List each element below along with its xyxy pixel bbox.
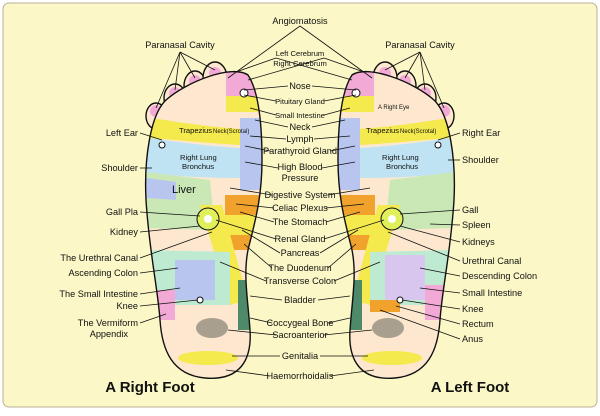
right-foot-side-labels: Paranasal Cavity Left Ear Shoulder Gall … bbox=[59, 40, 215, 339]
spleen-label: Spleen bbox=[462, 220, 491, 230]
ascending-colon-label: Ascending Colon bbox=[69, 268, 138, 278]
liver-label: Liver bbox=[172, 184, 196, 196]
genitalia-label: Genitalia bbox=[282, 351, 319, 361]
stomach-label: The Stomach bbox=[273, 217, 328, 227]
left-paranasal-cavity-label: Paranasal Cavity bbox=[385, 40, 455, 50]
left-small-intestine-label: Small Intestine bbox=[462, 288, 522, 298]
parathyroid-gland-label: Parathyroid Gland bbox=[263, 146, 337, 156]
left-knee-label: Knee bbox=[462, 304, 483, 314]
kidney-label: Kidney bbox=[110, 227, 138, 237]
pituitary-gland-label: Pituitary Gland bbox=[275, 97, 325, 106]
small-intestine-top-label: Small Intestine bbox=[275, 111, 325, 120]
right-foot-title: A Right Foot bbox=[105, 379, 194, 396]
left-cerebrum-label: Left Cerebrum bbox=[276, 49, 325, 58]
vermiform-label: The Vermiform bbox=[78, 318, 139, 328]
left-urethral-canal-label: Urethral Canal bbox=[462, 256, 521, 266]
bladder-label: Bladder bbox=[284, 295, 316, 305]
left-foot: A Right Eye Trapezius Neck(Scrotal) Righ… bbox=[337, 61, 456, 379]
pancreas-label: Pancreas bbox=[281, 248, 320, 258]
left-foot-title: A Left Foot bbox=[431, 379, 510, 396]
duodenum-label: The Duodenum bbox=[268, 263, 332, 273]
nose-label: Nose bbox=[289, 81, 310, 91]
descending-colon-label: Descending Colon bbox=[462, 271, 537, 281]
high-blood-label: High Blood bbox=[278, 162, 323, 172]
right-ear-label: Right Ear bbox=[462, 128, 500, 138]
appendix-label: Appendix bbox=[90, 329, 129, 339]
coccygeal-bone-label: Coccygeal Bone bbox=[267, 318, 334, 328]
a-right-eye-label: A Right Eye bbox=[378, 105, 410, 111]
right-bronchus-label: Bronchus bbox=[182, 162, 214, 171]
neck-label: Neck bbox=[290, 122, 311, 132]
left-foot-side-labels: Paranasal Cavity Right Ear Shoulder Gall… bbox=[385, 40, 537, 344]
right-foot: Trapezius Neck(Scrotal) Right Lung Bronc… bbox=[144, 61, 263, 379]
left-lung-label: Right Lung bbox=[382, 153, 419, 162]
transverse-colon-label: Transverse Colon bbox=[264, 276, 336, 286]
right-urethral-canal-label: The Urethral Canal bbox=[60, 253, 138, 263]
right-shoulder-label: Shoulder bbox=[101, 163, 138, 173]
left-trapezius-label: Trapezius bbox=[366, 126, 399, 135]
left-bronchus-label: Bronchus bbox=[386, 162, 418, 171]
right-small-intestine-label: The Small Intestine bbox=[59, 289, 138, 299]
right-trapezius-label: Trapezius bbox=[179, 126, 212, 135]
left-shoulder-label: Shoulder bbox=[462, 155, 499, 165]
gall-label: Gall bbox=[462, 205, 478, 215]
gall-pla-label: Gall Pla bbox=[106, 207, 139, 217]
kidneys-label: Kidneys bbox=[462, 237, 495, 247]
right-lung-label: Right Lung bbox=[180, 153, 217, 162]
anus-label: Anus bbox=[462, 334, 483, 344]
angiomatosis-label: Angiomatosis bbox=[272, 16, 328, 26]
lymph-label: Lymph bbox=[286, 134, 313, 144]
rectum-label: Rectum bbox=[462, 319, 494, 329]
right-trapezius-sub-label: Neck(Scrotal) bbox=[213, 129, 249, 135]
sacroanterior-label: Sacroanterior bbox=[272, 330, 327, 340]
haemorrhoidalis-label: Haemorrhoidalis bbox=[267, 371, 334, 381]
digestive-system-label: Digestive System bbox=[265, 190, 336, 200]
right-cerebrum-label: Right Cerebrum bbox=[273, 59, 327, 68]
left-trapezius-sub-label: Neck(Scrotal) bbox=[400, 129, 436, 135]
left-ear-label: Left Ear bbox=[106, 128, 138, 138]
right-knee-label: Knee bbox=[117, 301, 138, 311]
center-labels: Angiomatosis Left Cerebrum Right Cerebru… bbox=[263, 16, 337, 381]
renal-gland-label: Renal Gland bbox=[274, 234, 325, 244]
right-paranasal-cavity-label: Paranasal Cavity bbox=[145, 40, 215, 50]
leader-lines bbox=[139, 25, 461, 377]
pressure-label: Pressure bbox=[282, 173, 319, 183]
celiac-plexus-label: Celiac Plexus bbox=[272, 203, 328, 213]
